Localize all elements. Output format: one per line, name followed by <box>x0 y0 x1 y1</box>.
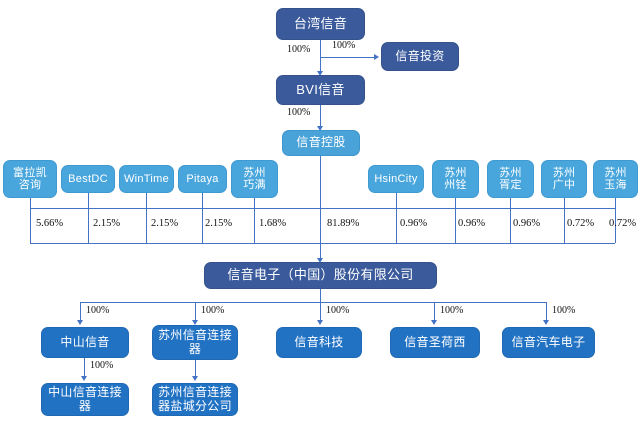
drop-line-sh-4 <box>254 198 255 243</box>
sub-1-child-line-0: 苏州信音连接 <box>158 385 232 400</box>
shareholder-label-line-4-1: 巧满 <box>243 179 266 191</box>
sub-0-child-line-0: 中山信音连接 <box>48 385 122 400</box>
drop-line-sh-5 <box>396 193 397 243</box>
shareholder-label-line-4-0: 苏州 <box>243 166 266 179</box>
arrow-ladder-to-main <box>317 258 323 263</box>
shareholder-label-line-6-0: 苏州 <box>444 166 467 179</box>
node-main-company[interactable]: 信音电子（中国）股份有限公司 <box>204 262 437 289</box>
arrow-parent-to-bvi <box>317 71 323 76</box>
shareholder-box-9[interactable]: 苏州 玉海 <box>593 160 638 198</box>
connector-main-to-bus <box>320 289 321 303</box>
pct-shareholder-2: 2.15% <box>151 218 179 229</box>
ladder-rail-bottom <box>30 243 615 244</box>
pct-shareholder-7: 0.96% <box>513 218 541 229</box>
ladder-rail-top <box>30 208 615 209</box>
pct-shareholder-6: 0.96% <box>458 218 486 229</box>
pct-sub-1: 100% <box>201 305 225 316</box>
drop-line-sh-3 <box>202 193 203 243</box>
pct-parent-to-bvi: 100% <box>287 44 311 55</box>
shareholder-box-0[interactable]: 富拉凯 咨询 <box>3 160 57 198</box>
drop-line-sh-2 <box>146 193 147 243</box>
arrow-sub-0 <box>77 320 83 325</box>
pct-shareholder-4: 1.68% <box>259 218 287 229</box>
shareholder-label-line-8-0: 苏州 <box>552 166 576 179</box>
pct-sub-0: 100% <box>86 305 110 316</box>
node-subsidiary-3[interactable]: 信音圣荷西 <box>390 327 480 358</box>
node-subsidiary-1[interactable]: 苏州信音连接 器 <box>152 325 238 360</box>
node-parent-company[interactable]: 台湾信音 <box>276 8 365 40</box>
shareholder-box-4[interactable]: 苏州 巧满 <box>231 160 278 198</box>
shareholder-label-line-9-1: 玉海 <box>604 179 627 191</box>
drop-line-sh-6 <box>455 198 456 243</box>
pct-holding: 81.89% <box>327 218 360 229</box>
arrow-bvi-to-holding <box>317 126 323 131</box>
arrow-sub-1 <box>192 320 198 325</box>
arrow-sub-2 <box>317 320 323 325</box>
pct-sub-3: 100% <box>440 305 464 316</box>
arrow-sub-3 <box>431 320 437 325</box>
drop-line-sub-1 <box>195 302 196 323</box>
pct-bvi-to-holding: 100% <box>287 107 311 118</box>
sub-0-child-line-1: 器 <box>78 398 92 413</box>
drop-line-sub-0-child <box>84 358 85 379</box>
shareholder-box-3[interactable]: Pitaya <box>178 165 227 193</box>
arrow-sub-1-child <box>192 376 198 381</box>
pct-sub-2: 100% <box>326 305 350 316</box>
pct-sub-0-child: 100% <box>90 360 114 371</box>
node-subsidiary-2[interactable]: 信音科技 <box>276 327 362 358</box>
shareholder-box-5[interactable]: HsinCity <box>368 165 424 193</box>
drop-line-sh-9 <box>615 198 616 243</box>
connector-parent-to-bvi <box>320 40 321 73</box>
pct-sub-4: 100% <box>552 305 576 316</box>
drop-line-sh-7 <box>510 198 511 243</box>
shareholder-label-line-7-0: 苏州 <box>499 166 522 179</box>
shareholder-box-2[interactable]: WinTime <box>119 165 174 193</box>
node-subsidiary-0-child[interactable]: 中山信音连接 器 <box>41 383 129 416</box>
arrow-parent-to-affiliate <box>374 54 379 60</box>
arrow-sub-4 <box>543 320 549 325</box>
pct-parent-to-affiliate: 100% <box>332 40 356 51</box>
shareholder-label-line-0-0: 富拉凯 <box>13 166 47 179</box>
pct-shareholder-0: 5.66% <box>36 218 64 229</box>
pct-shareholder-3: 2.15% <box>205 218 233 229</box>
shareholder-box-7[interactable]: 苏州 胥定 <box>487 160 534 198</box>
node-bvi[interactable]: BVI信音 <box>276 75 365 105</box>
pct-shareholder-5: 0.96% <box>400 218 428 229</box>
shareholder-label-line-8-1: 广中 <box>552 179 576 191</box>
arrow-sub-0-child <box>81 376 87 381</box>
node-affiliate-investment[interactable]: 信音投资 <box>381 42 459 71</box>
connector-ladder-to-main <box>320 243 321 261</box>
drop-line-sub-3 <box>434 302 435 323</box>
pct-shareholder-8: 0.72% <box>567 218 595 229</box>
sub-1-child-line-1: 器盐城分公司 <box>158 398 232 413</box>
node-subsidiary-1-child[interactable]: 苏州信音连接 器盐城分公司 <box>152 383 238 416</box>
shareholder-box-6[interactable]: 苏州 州铨 <box>432 160 479 198</box>
sub-1-line-1: 器 <box>188 341 202 356</box>
sub-1-line-0: 苏州信音连接 <box>158 328 232 343</box>
drop-line-sh-1 <box>88 193 89 243</box>
node-holding[interactable]: 信音控股 <box>282 130 360 156</box>
pct-shareholder-9: 0.72% <box>609 218 637 229</box>
node-subsidiary-0[interactable]: 中山信音 <box>41 327 129 358</box>
shareholder-label-line-9-0: 苏州 <box>604 166 627 179</box>
shareholder-box-1[interactable]: BestDC <box>61 165 115 193</box>
shareholder-box-8[interactable]: 苏州 广中 <box>541 160 587 198</box>
drop-line-sub-0 <box>80 302 81 323</box>
drop-line-sub-2 <box>320 302 321 323</box>
shareholder-label-line-0-1: 咨询 <box>18 179 42 191</box>
shareholder-label-line-7-1: 胥定 <box>499 179 522 191</box>
subsidiary-bus <box>80 302 546 303</box>
pct-shareholder-1: 2.15% <box>93 218 121 229</box>
shareholder-label-line-6-1: 州铨 <box>444 179 467 191</box>
drop-line-sub-4 <box>546 302 547 323</box>
drop-line-sub-1-child <box>195 360 196 379</box>
drop-line-sh-0 <box>30 198 31 243</box>
drop-line-sh-8 <box>564 198 565 243</box>
connector-parent-to-affiliate <box>320 57 374 58</box>
node-subsidiary-4[interactable]: 信音汽车电子 <box>502 327 595 358</box>
connector-bvi-to-holding <box>320 105 321 130</box>
connector-holding-to-bus <box>320 156 321 243</box>
